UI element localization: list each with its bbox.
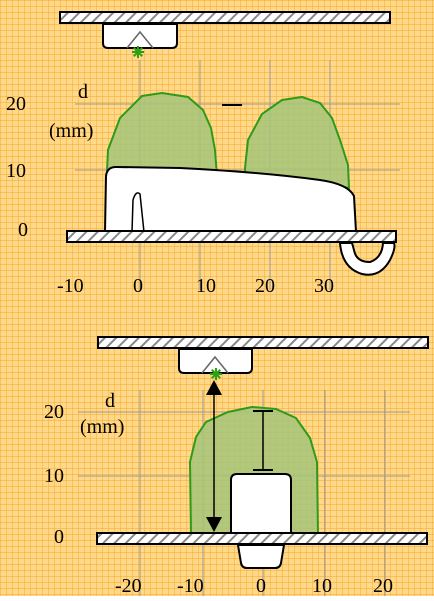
top-clamp-hook [338,242,396,276]
y-tick-label: 0 [18,219,28,241]
x-tick-label: 10 [312,575,332,596]
x-tick-label: -10 [57,275,84,297]
top-sample-block [103,165,358,233]
y-tick-label: 20 [44,401,64,423]
bottom-electrode-tip [201,355,229,374]
bottom-y-axis-label: d [105,390,115,412]
x-tick-label: 10 [196,275,216,297]
x-tick-label: 30 [314,275,334,297]
bottom-y-tick-labels: 20 10 0 [44,401,64,548]
bottom-dimension-marker [253,410,273,471]
top-panel: d (mm) 20 10 0 -10 0 10 20 30 [6,11,400,297]
bottom-sample-block [230,473,292,535]
x-tick-label: -10 [177,575,204,596]
bottom-electrode-below [236,544,286,569]
bottom-y-axis-unit: (mm) [80,416,124,438]
x-tick-label: 0 [133,275,143,297]
top-y-axis-label: d [78,81,88,103]
x-tick-label: 20 [373,575,393,596]
bottom-panel: d (mm) 20 10 0 -20 -10 0 10 20 [44,336,429,597]
x-tick-label: 0 [256,575,266,596]
distance-arrow [206,380,222,532]
top-x-tick-labels: -10 0 10 20 30 [57,275,334,297]
green-star-icon [210,368,222,380]
x-tick-label: 20 [255,275,275,297]
top-sample-slit [131,192,145,233]
top-y-tick-labels: 20 10 0 [6,93,28,241]
green-star-icon [132,46,144,58]
bottom-electrode [178,348,253,374]
y-tick-label: 0 [54,526,64,548]
top-y-axis-unit: (mm) [49,120,93,142]
top-upper-plate [59,11,391,24]
top-electrode-tip [126,30,154,49]
top-lower-plate [66,230,397,243]
y-tick-label: 10 [6,160,26,182]
y-tick-label: 20 [6,93,26,115]
x-tick-label: -20 [115,575,142,596]
bottom-x-tick-labels: -20 -10 0 10 20 [115,575,393,597]
bottom-upper-plate [97,336,429,349]
top-electrode [102,23,178,49]
bottom-lower-plate [96,532,428,545]
y-tick-label: 10 [44,465,64,487]
